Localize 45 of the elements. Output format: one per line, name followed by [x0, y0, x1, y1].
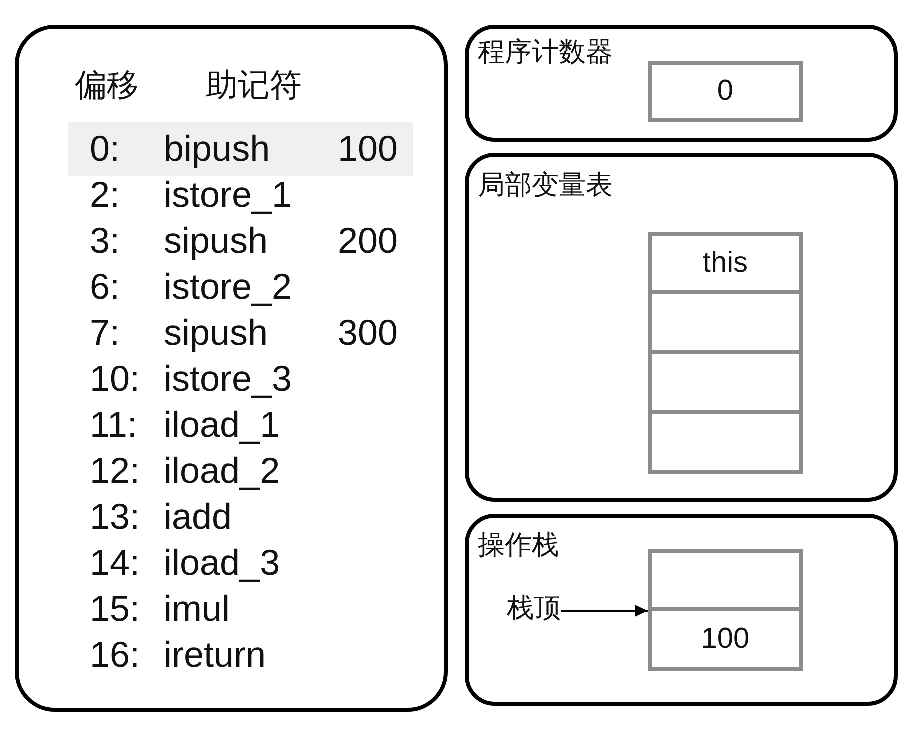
- instruction-name: iload_3: [164, 540, 280, 584]
- stack-slot: 100: [648, 611, 803, 671]
- variable-table-panel: [465, 153, 898, 502]
- offset-number: 11:: [90, 402, 138, 446]
- operand-stack-panel: [465, 514, 898, 706]
- counter-panel: [465, 25, 898, 142]
- column-heading: 助记符: [206, 66, 302, 104]
- instruction-panel: [15, 25, 448, 712]
- instruction-name: imul: [164, 586, 230, 630]
- panel-title: 程序计数器: [478, 36, 613, 68]
- offset-number: 14:: [90, 540, 140, 584]
- arrow: [561, 605, 648, 617]
- instruction-name: iadd: [164, 494, 232, 538]
- stack-top-label: 栈顶: [507, 592, 561, 624]
- counter-value-box: 0: [648, 61, 803, 122]
- instruction-name: istore_2: [164, 264, 292, 308]
- variable-slot: [648, 294, 803, 354]
- stack-slot: [648, 549, 803, 611]
- instruction-name: bipush: [164, 126, 270, 170]
- instruction-name: sipush: [164, 310, 268, 354]
- offset-number: 15:: [90, 586, 140, 630]
- operand-value: 300: [338, 310, 398, 354]
- panel-title: 局部变量表: [478, 169, 613, 201]
- offset-number: 10:: [90, 356, 140, 400]
- operand-value: 100: [338, 126, 398, 170]
- variable-slot: this: [648, 232, 803, 294]
- instruction-name: iload_2: [164, 448, 280, 492]
- instruction-name: sipush: [164, 218, 268, 262]
- instruction-name: ireturn: [164, 632, 266, 676]
- panel-title: 操作栈: [478, 529, 559, 561]
- instruction-name: iload_1: [164, 402, 280, 446]
- offset-number: 13:: [90, 494, 140, 538]
- offset-number: 12:: [90, 448, 140, 492]
- column-heading: 偏移: [75, 66, 139, 104]
- offset-number: 0:: [90, 126, 120, 170]
- offset-number: 16:: [90, 632, 140, 676]
- instruction-name: istore_1: [164, 172, 292, 216]
- instruction-name: istore_3: [164, 356, 292, 400]
- variable-slot: [648, 354, 803, 414]
- operand-value: 200: [338, 218, 398, 262]
- offset-number: 3:: [90, 218, 120, 262]
- offset-number: 6:: [90, 264, 120, 308]
- offset-number: 2:: [90, 172, 120, 216]
- offset-number: 7:: [90, 310, 120, 354]
- variable-slot: [648, 414, 803, 474]
